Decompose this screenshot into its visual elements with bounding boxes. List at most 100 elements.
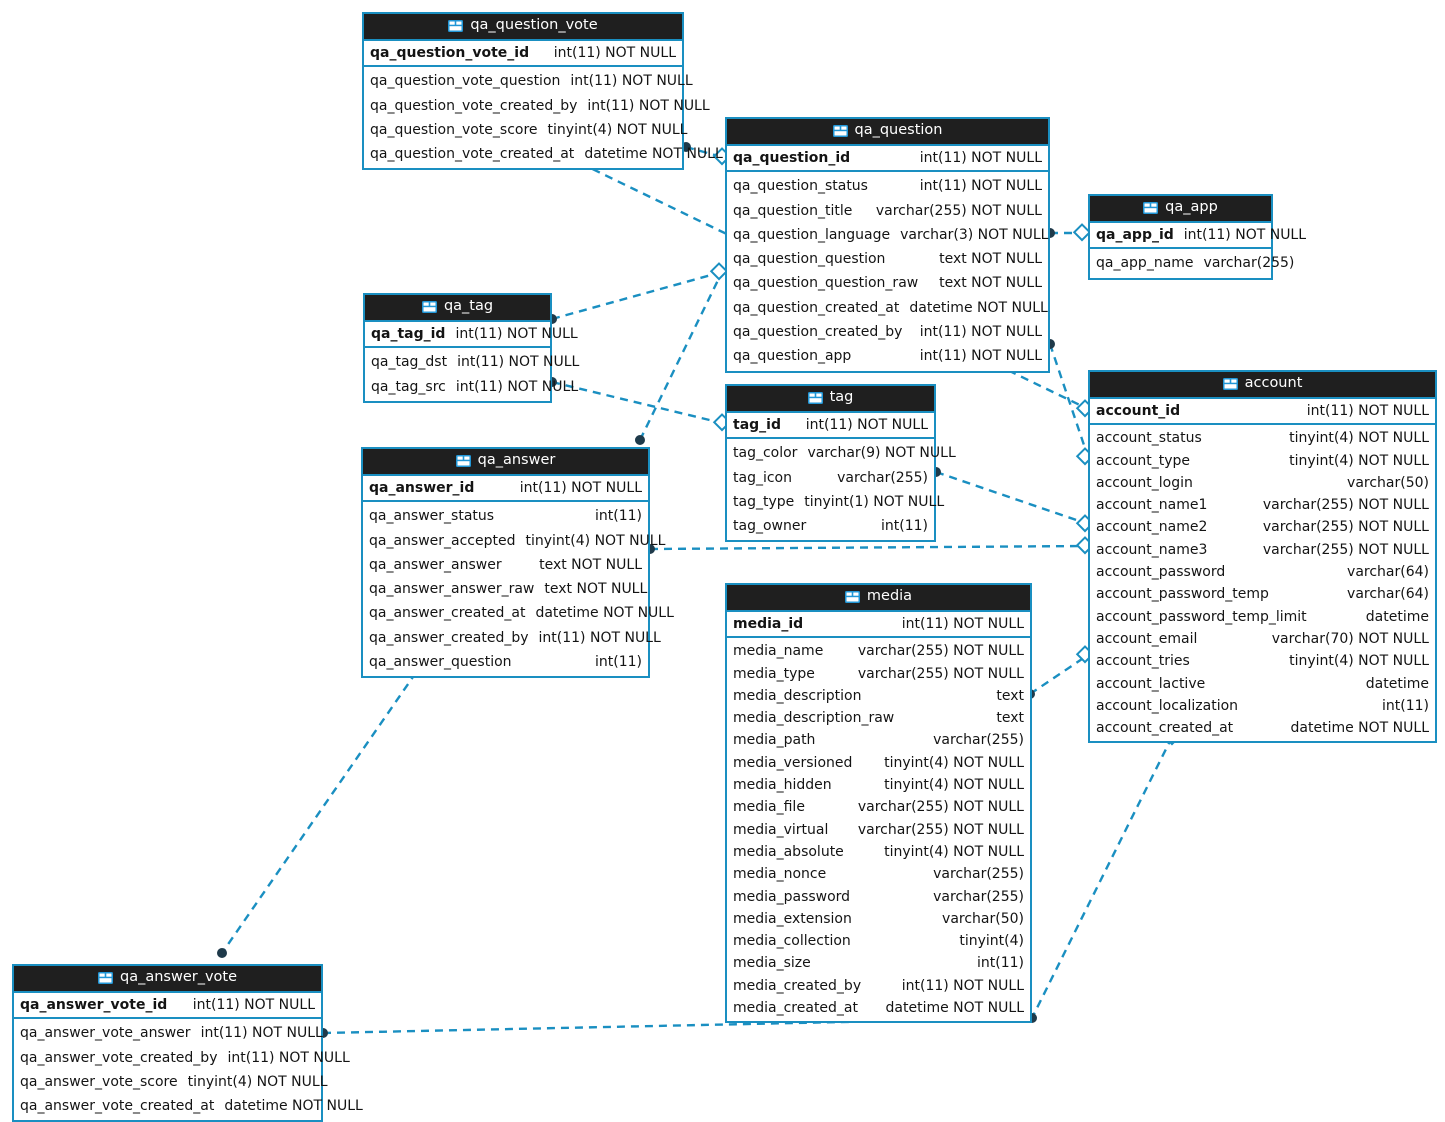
pk-row: qa_app_id int(11) NOT NULL [1090, 220, 1306, 250]
link-qa_tag-qa_question [551, 270, 723, 321]
link-account-media [1030, 736, 1174, 1019]
table-name: account [1244, 375, 1303, 391]
table-row: tag_icon varchar(255) [727, 466, 934, 490]
pk-row: qa_answer_vote_id int(11) NOT NULL [14, 990, 321, 1020]
table-icon [448, 19, 464, 32]
column-type: int(11) NOT NULL [919, 348, 1042, 365]
table-media[interactable]: media media_id int(11) NOT NULL media_na… [725, 583, 1032, 1024]
table-icon [421, 300, 437, 313]
table-icon [1222, 377, 1238, 390]
column-type: int(11) NOT NULL [455, 325, 578, 342]
column-name: tag_owner [733, 518, 807, 535]
table-qa_question_vote[interactable]: qa_question_vote qa_question_vote_id int… [362, 12, 723, 171]
table-qa_answer[interactable]: qa_answer qa_answer_id int(11) NOT NULL … [361, 447, 674, 679]
column-name: qa_question_created_by [733, 324, 903, 341]
table-account[interactable]: account account_id int(11) NOT NULL acco… [1088, 370, 1437, 744]
column-name: media_created_by [733, 977, 862, 994]
column-type: datetime NOT NULL [224, 1098, 363, 1115]
column-name: account_created_at [1096, 720, 1234, 737]
column-type: int(11) NOT NULL [553, 44, 676, 61]
table-qa_app[interactable]: qa_app qa_app_id int(11) NOT NULL qa_app… [1088, 194, 1306, 280]
column-name: media_hidden [733, 777, 832, 794]
column-name: media_virtual [733, 821, 829, 838]
column-type: int(11) NOT NULL [455, 378, 579, 395]
column-name: account_password_temp_limit [1096, 608, 1307, 625]
column-type: datetime NOT NULL [1290, 720, 1429, 737]
column-type: varchar(3) NOT NULL [900, 226, 1049, 243]
table-name: qa_app [1165, 199, 1218, 215]
column-name: qa_app_id [1096, 226, 1174, 243]
table-qa_question[interactable]: qa_question qa_question_id int(11) NOT N… [725, 117, 1050, 373]
column-name: qa_answer_answer_raw [369, 581, 535, 598]
column-name: qa_answer_vote_id [20, 996, 168, 1013]
column-name: account_id [1096, 402, 1181, 419]
column-type: varchar(255) NOT NULL [1262, 497, 1429, 514]
table-header-qa_question: qa_question [727, 119, 1048, 144]
column-name: account_name2 [1096, 519, 1208, 536]
column-name: account_name3 [1096, 541, 1208, 558]
column-name: media_description_raw [733, 710, 895, 727]
column-name: account_login [1096, 474, 1193, 491]
column-type: varchar(255) [837, 469, 928, 486]
table-qa_answer_vote[interactable]: qa_answer_vote qa_answer_vote_id int(11)… [12, 964, 363, 1122]
pk-row: qa_question_id int(11) NOT NULL [727, 143, 1048, 173]
column-name: qa_answer_created_by [369, 629, 529, 646]
column-type: datetime NOT NULL [885, 999, 1024, 1016]
column-name: media_size [733, 955, 811, 972]
column-type: tinyint(4) NOT NULL [525, 532, 666, 549]
table-icon [844, 590, 860, 603]
column-name: qa_question_vote_question [370, 73, 561, 90]
table-icon [807, 391, 823, 404]
column-type: int(11) NOT NULL [901, 615, 1024, 632]
column-type: varchar(255) NOT NULL [875, 202, 1042, 219]
column-type: int(11) NOT NULL [200, 1025, 323, 1042]
column-name: tag_icon [733, 469, 792, 486]
column-name: media_nonce [733, 866, 827, 883]
column-type: int(11) NOT NULL [919, 324, 1042, 341]
column-type: int(11) NOT NULL [538, 629, 661, 646]
table-icon [97, 971, 113, 984]
column-type: tinyint(4) [959, 933, 1024, 950]
link-qa_answer-qa_answer_vote [221, 660, 425, 954]
column-name: qa_question_title [733, 202, 853, 219]
column-name: tag_color [733, 445, 798, 462]
column-name: account_email [1096, 630, 1198, 647]
column-name: qa_question_question [733, 251, 886, 268]
table-qa_tag[interactable]: qa_tag qa_tag_id int(11) NOT NULL qa_tag… [363, 293, 579, 403]
column-name: media_absolute [733, 843, 844, 860]
link-tag-account [935, 470, 1089, 526]
link-qa_answer-account [649, 544, 1089, 551]
column-type: varchar(255) NOT NULL [857, 643, 1024, 660]
pk-row: account_id int(11) NOT NULL [1090, 396, 1435, 426]
pk-row: qa_question_vote_id int(11) NOT NULL [364, 38, 682, 68]
column-name: qa_question_vote_created_at [370, 146, 575, 163]
column-type: varchar(255) [933, 888, 1024, 905]
column-name: qa_question_status [733, 178, 868, 195]
column-type: varchar(255) NOT NULL [1262, 519, 1429, 536]
column-name: qa_question_vote_id [370, 44, 530, 61]
column-type: text NOT NULL [939, 275, 1042, 292]
